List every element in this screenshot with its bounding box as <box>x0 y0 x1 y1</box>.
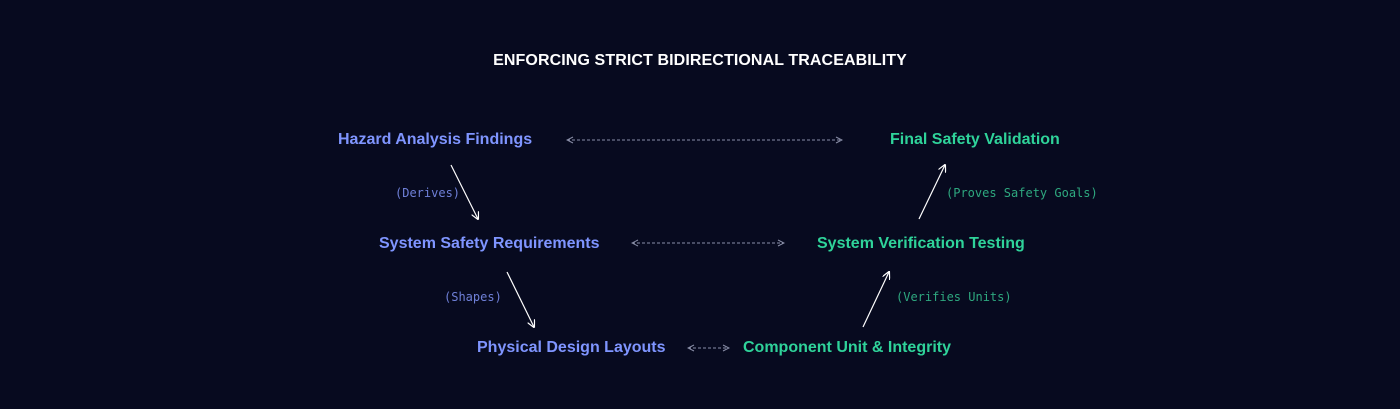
node-component-unit-integrity: Component Unit & Integrity <box>743 339 951 356</box>
node-hazard-analysis-findings: Hazard Analysis Findings <box>338 131 533 148</box>
diagram-title: ENFORCING STRICT BIDIRECTIONAL TRACEABIL… <box>493 52 907 69</box>
arrow-verification-to-validation <box>918 165 945 220</box>
edge-label-shapes: (Shapes) <box>444 290 502 304</box>
edge-label-derives: (Derives) <box>395 186 461 200</box>
node-physical-design-layouts: Physical Design Layouts <box>477 339 666 356</box>
arrow-requirements-to-design <box>506 271 534 327</box>
node-system-verification-testing: System Verification Testing <box>817 235 1025 252</box>
node-system-safety-requirements: System Safety Requirements <box>379 235 600 252</box>
arrow-component-to-verification <box>862 272 889 328</box>
node-final-safety-validation: Final Safety Validation <box>890 131 1060 148</box>
edge-label-proves-safety-goals: (Proves Safety Goals) <box>946 186 1098 200</box>
edge-label-verifies-units: (Verifies Units) <box>896 290 1012 304</box>
